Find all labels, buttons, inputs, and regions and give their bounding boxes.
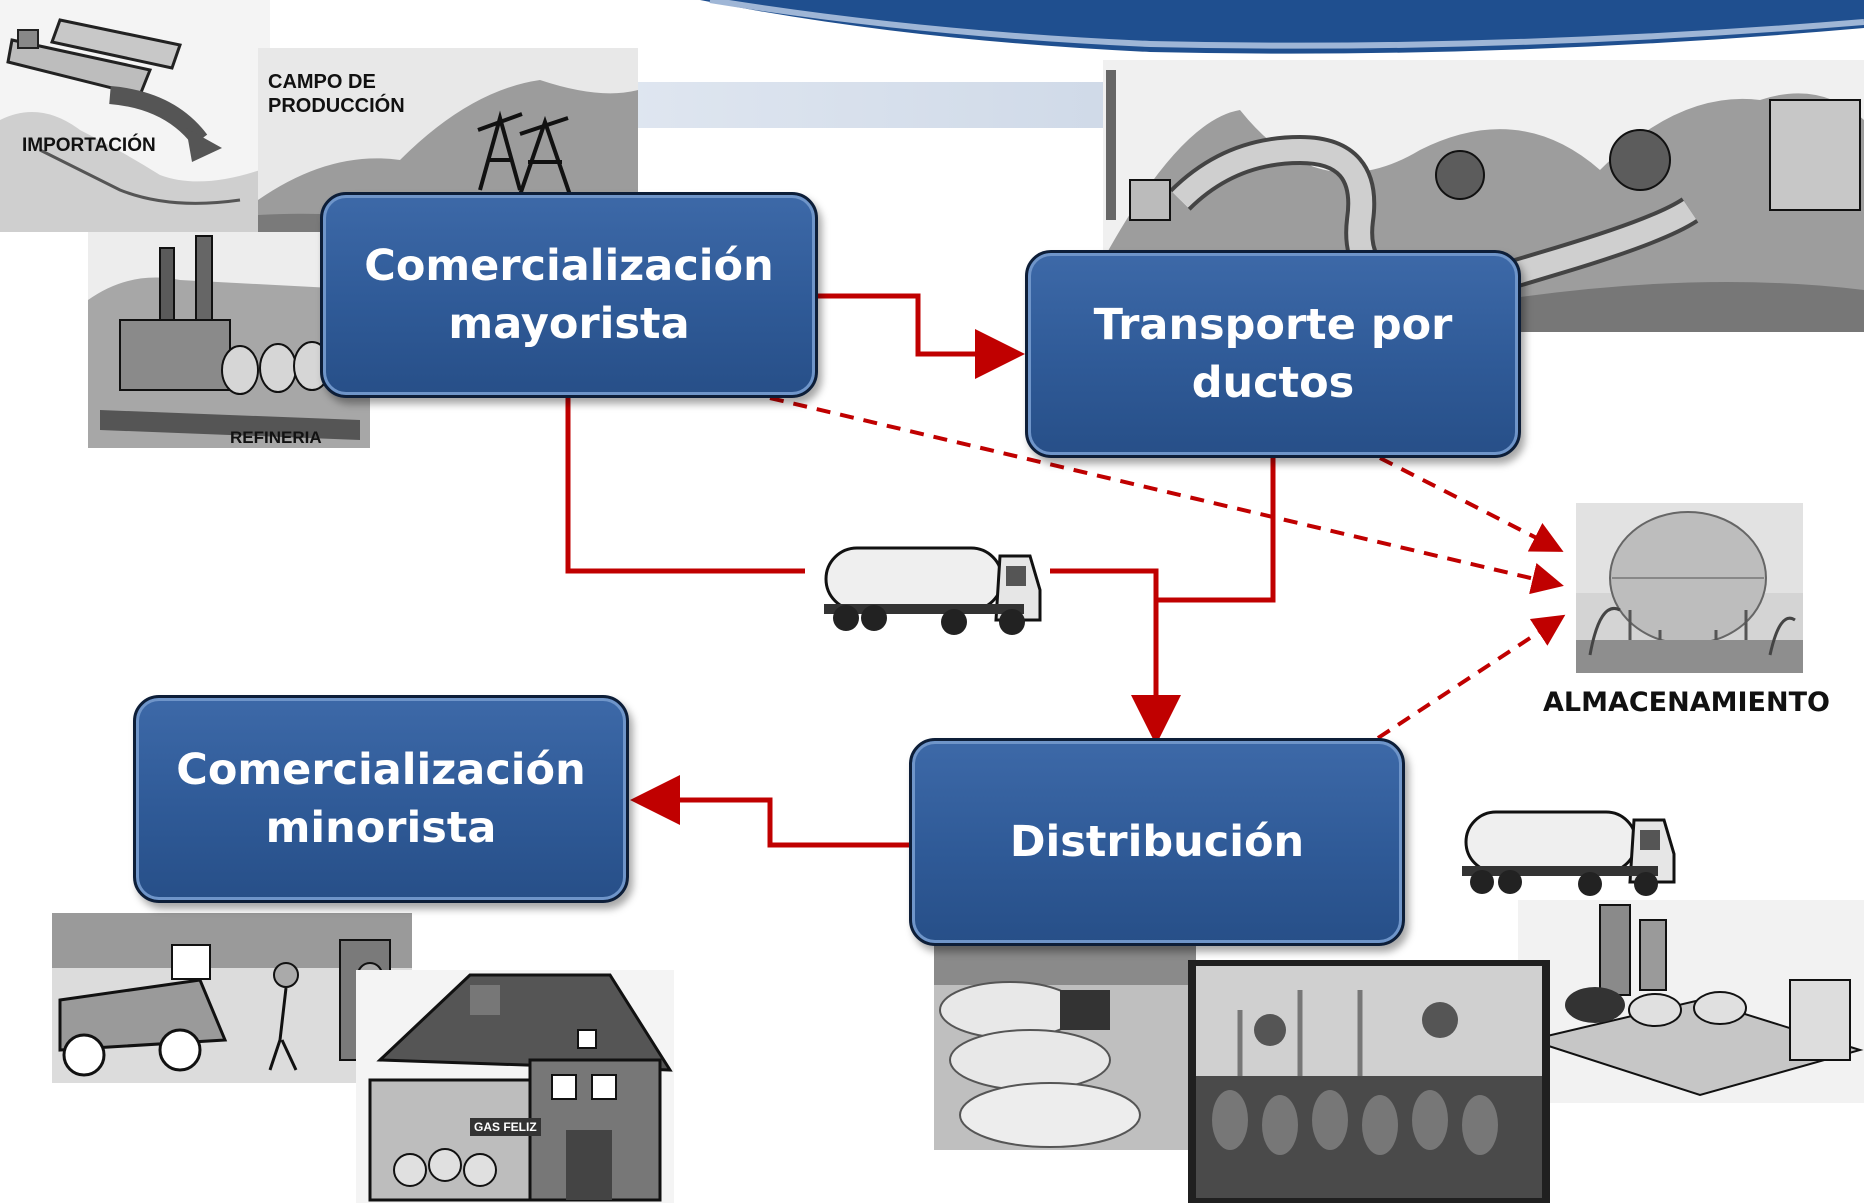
import-label: IMPORTACIÓN <box>22 135 156 156</box>
tanker-truck-2-icon <box>1462 810 1676 896</box>
house-gas-shop-illustration <box>356 970 674 1203</box>
import-illustration <box>0 0 270 232</box>
node-retail: Comercialización minorista <box>133 695 629 903</box>
flow-arrows <box>565 293 1276 848</box>
arrow-wholesale-to-distribution <box>565 398 805 574</box>
tree-icon <box>1435 150 1485 200</box>
industrial-tanks-photo <box>934 945 1196 1150</box>
arrow-wholesale-to-pipeline <box>818 293 1025 379</box>
shop-sign-label: GAS FELIZ <box>470 1118 541 1136</box>
node-distribution: Distribución <box>909 738 1405 946</box>
dashed-pipeline-to-storage <box>1379 456 1564 552</box>
tanker-truck-icon <box>824 546 1042 635</box>
cylinder-filling-plant-photo <box>1188 960 1550 1203</box>
dashed-wholesale-to-storage <box>769 396 1564 595</box>
node-pipeline-transport: Transporte por ductos <box>1025 250 1521 458</box>
arrow-distribution-to-retail <box>630 775 909 848</box>
node-wholesale: Comercialización mayorista <box>320 192 818 398</box>
oil-derrick-1-icon <box>477 110 523 191</box>
person-icon <box>273 962 299 988</box>
oil-derrick-2-icon <box>518 115 572 196</box>
production-field-label: CAMPO DE PRODUCCIÓN <box>268 71 405 117</box>
dashed-distribution-to-storage <box>1376 614 1566 740</box>
tanker-ship-2 <box>50 18 182 70</box>
tree-icon <box>1609 129 1671 191</box>
refinery-label: REFINERIA <box>230 428 322 447</box>
storage-label: ALMACENAMIENTO <box>1543 687 1830 718</box>
storage-arrows <box>769 396 1566 740</box>
home-delivery-illustration <box>52 913 412 1083</box>
arrow-pipeline-to-distribution <box>1156 458 1276 603</box>
tank-farm-illustration <box>1518 900 1864 1103</box>
storage-tank-photo <box>1576 503 1803 673</box>
arrow-truck-to-distribution <box>1050 568 1181 745</box>
